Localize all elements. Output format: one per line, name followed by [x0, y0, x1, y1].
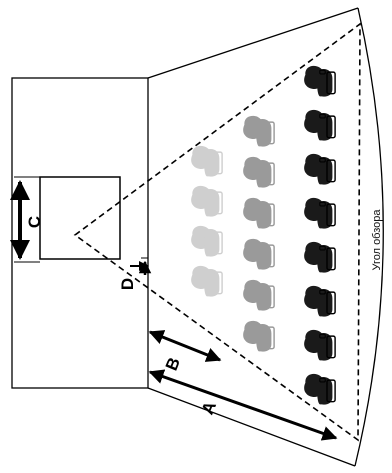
person-silhouette: [191, 185, 220, 217]
label-b: B: [162, 355, 184, 374]
audience-person: [304, 109, 336, 141]
audience-person: [191, 265, 223, 297]
person-silhouette: [191, 265, 220, 297]
person-silhouette: [304, 329, 333, 361]
audience-person: [243, 320, 275, 352]
viewing-angle-label: Угол обзора: [371, 209, 383, 271]
audience-person: [304, 241, 336, 273]
person-silhouette: [304, 197, 333, 229]
person-silhouette: [243, 115, 272, 147]
audience-person: [243, 156, 275, 188]
person-silhouette: [191, 145, 220, 177]
top-side-wall: [147, 7, 359, 79]
audience-person: [243, 197, 275, 229]
audience-person: [191, 225, 223, 257]
audience-person: [191, 185, 223, 217]
person-silhouette: [243, 238, 272, 270]
audience-person: [304, 285, 336, 317]
person-silhouette: [191, 225, 220, 257]
person-silhouette: [243, 320, 272, 352]
audience-person: [304, 373, 336, 405]
dimension-d: [130, 257, 152, 275]
dimension-c: [10, 176, 40, 263]
audience-person: [304, 65, 336, 97]
person-silhouette: [243, 156, 272, 188]
audience-person: [243, 238, 275, 270]
audience-person: [243, 115, 275, 147]
audience-person: [304, 153, 336, 185]
screen: [39, 176, 121, 260]
audience-seating: [191, 65, 336, 405]
person-silhouette: [304, 109, 333, 141]
person-silhouette: [304, 373, 333, 405]
audience-person: [191, 145, 223, 177]
label-c: C: [25, 216, 44, 228]
back-wall-arc: [354, 7, 384, 467]
person-silhouette: [304, 65, 333, 97]
label-d: D: [118, 278, 137, 290]
person-silhouette: [304, 285, 333, 317]
dimension-b: [148, 330, 222, 362]
audience-person: [304, 329, 336, 361]
person-silhouette: [304, 153, 333, 185]
person-silhouette: [243, 197, 272, 229]
audience-person: [243, 279, 275, 311]
person-silhouette: [304, 241, 333, 273]
audience-person: [304, 197, 336, 229]
dimension-a: [148, 369, 338, 441]
person-silhouette: [243, 279, 272, 311]
